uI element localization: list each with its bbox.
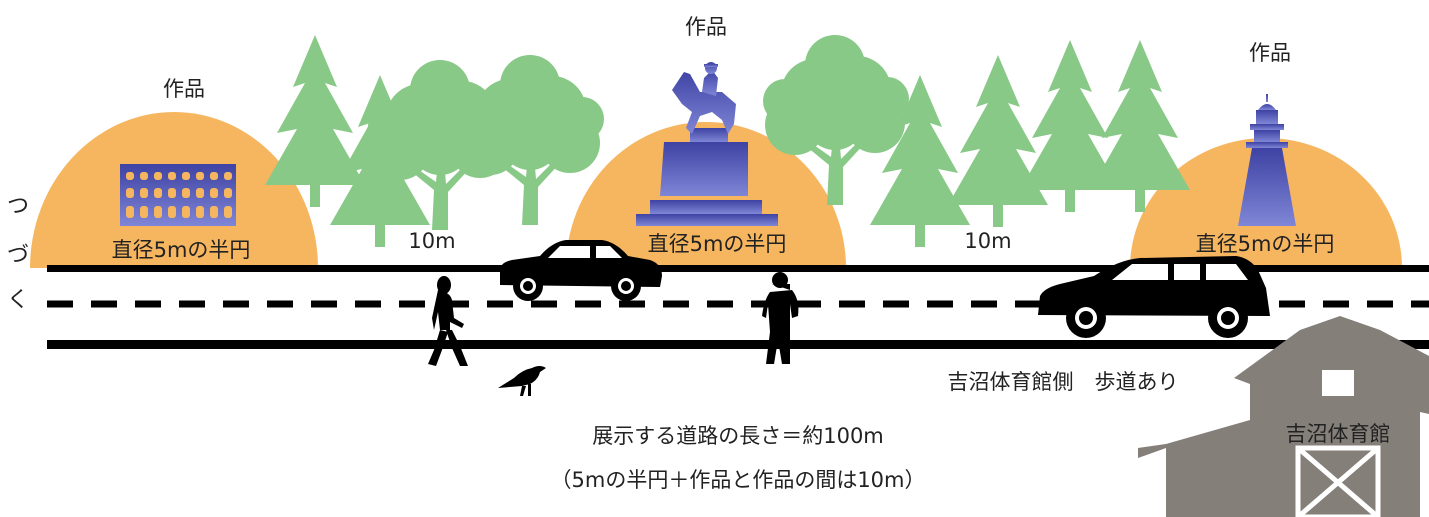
standing-person-icon [762, 272, 799, 364]
wagon-car-icon [1038, 256, 1270, 338]
exhibit-size-label-3: 直径5mの半円 [1196, 232, 1335, 256]
tree-icon [458, 55, 604, 225]
sidewalk-label: 吉沼体育館側 歩道あり [948, 370, 1179, 394]
crow-icon [498, 366, 546, 396]
side-text-char-1: つ [7, 194, 29, 219]
exhibit-size-label-2: 直径5mの半円 [648, 232, 787, 256]
car-icon [500, 240, 662, 301]
road-length-label: 展示する道路の長さ＝約100m [592, 424, 884, 448]
gap-label-1: 10m [408, 229, 455, 253]
gap-label-2: 10m [964, 229, 1011, 253]
side-text-char-2: づ [7, 243, 29, 268]
tree-icon [265, 35, 365, 207]
tree-icon [1090, 40, 1190, 212]
exhibit-title-3: 作品 [1249, 41, 1291, 65]
side-text-char-3: く [7, 288, 29, 313]
exhibit-size-label-1: 直径5mの半円 [112, 238, 251, 262]
walking-person-icon [428, 276, 468, 366]
exhibit-title-1: 作品 [163, 77, 205, 101]
building-label: 吉沼体育館 [1286, 422, 1391, 446]
colosseum-icon [120, 164, 236, 226]
road-note-label: （5mの半円＋作品と作品の間は10m） [551, 468, 926, 492]
lighthouse-icon [1238, 94, 1296, 226]
gymnasium-building-icon [1138, 316, 1429, 517]
equestrian-statue-icon [636, 62, 778, 226]
road-edge-top [47, 265, 1429, 272]
exhibit-title-2: 作品 [685, 15, 727, 39]
tree-icon [948, 55, 1048, 227]
road-edge-bottom [47, 340, 1429, 349]
